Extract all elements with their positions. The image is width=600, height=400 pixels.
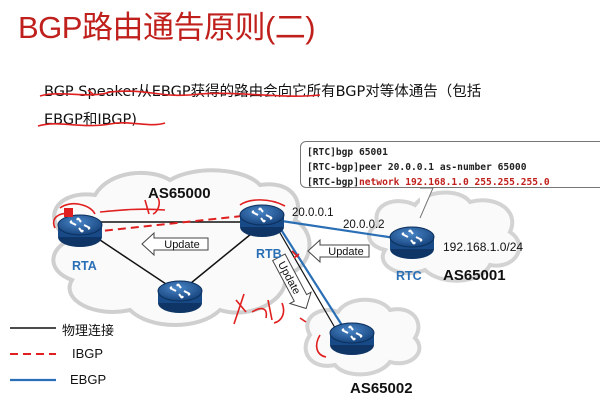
cli-line-3-command: network 192.168.1.0 255.255.255.0 bbox=[358, 177, 550, 188]
router-as65002-icon bbox=[329, 322, 375, 356]
router-rtc-icon bbox=[389, 226, 435, 260]
router-rta-icon bbox=[57, 214, 103, 248]
router-rtc-label: RTC bbox=[396, 269, 422, 283]
as65001-label: AS65001 bbox=[443, 267, 506, 284]
red-marker-icon bbox=[64, 208, 73, 217]
legend-physical: 物理连接 bbox=[62, 323, 115, 338]
description-line-1-text: BGP Speaker从EBGP获得的路由会向它所有BGP对等体通告（包括 bbox=[44, 84, 482, 100]
update-arrow-rtc-to-rtb: Update bbox=[307, 238, 370, 264]
ip-rtb-side: 20.0.0.1 bbox=[292, 207, 334, 219]
ibgp-link bbox=[91, 214, 253, 233]
cli-line-2: [RTC-bgp]peer 20.0.0.1 as-number 65000 bbox=[307, 162, 527, 173]
cli-line-3: [RTC-bgp]network 192.168.1.0 255.255.255… bbox=[307, 175, 600, 188]
router-middle-icon bbox=[157, 280, 203, 314]
handwritten-annotations bbox=[37, 89, 327, 358]
as65002-label: AS65002 bbox=[350, 380, 413, 397]
network-prefix: 192.168.1.0/24 bbox=[443, 240, 524, 254]
router-rtb-label: RTB bbox=[256, 247, 282, 261]
router-rta-label: RTA bbox=[72, 259, 97, 273]
as65000-label: AS65000 bbox=[148, 185, 211, 202]
ebgp-link-rtc bbox=[274, 218, 396, 240]
legend-ibgp: IBGP bbox=[72, 346, 104, 361]
cli-config-box: [RTC]bgp 65001 [RTC-bgp]peer 20.0.0.1 as… bbox=[300, 141, 600, 188]
legend-ebgp: EBGP bbox=[70, 372, 107, 387]
description-line-1: BGP Speaker从EBGP获得的路由会向它所有BGP对等体通告（包括 bbox=[44, 80, 481, 101]
cli-line-1: [RTC]bgp 65001 bbox=[307, 147, 388, 158]
cli-line-3-prompt: [RTC-bgp] bbox=[307, 177, 359, 188]
update-label-rtc: Update bbox=[328, 246, 363, 258]
update-label-rta: Update bbox=[164, 239, 199, 251]
ebgp-link-as65002 bbox=[279, 227, 346, 331]
page-title: BGP路由通告原则(二) bbox=[18, 10, 316, 45]
ip-rtc-side: 20.0.0.2 bbox=[343, 219, 385, 231]
router-rtb-icon bbox=[239, 204, 285, 238]
update-arrow-rtb-to-rta: Update bbox=[141, 231, 209, 257]
